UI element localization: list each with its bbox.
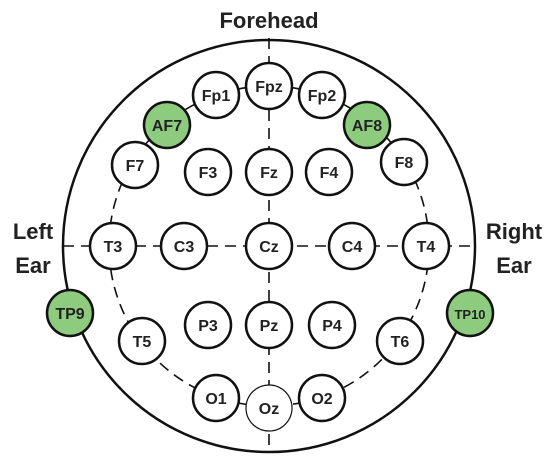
right-ear-label-line1: Right: [486, 219, 543, 244]
electrode-circle: [159, 221, 209, 271]
electrode-label: F8: [395, 155, 414, 172]
electrode-tp10: TP10: [445, 288, 495, 338]
electrode-o1: O1: [191, 373, 241, 423]
electrode-circle: [88, 221, 138, 271]
electrode-p3: P3: [183, 300, 233, 350]
left-ear-label-line2: Ear: [15, 253, 51, 278]
electrode-c3: C3: [159, 221, 209, 271]
electrode-label: T5: [133, 334, 152, 351]
electrode-circle: [307, 300, 357, 350]
electrode-circle: [401, 221, 451, 271]
electrode-circle: [110, 140, 160, 190]
electrode-pz: Pz: [244, 300, 294, 350]
electrode-label: C3: [174, 239, 195, 256]
electrode-circle: [297, 373, 347, 423]
electrode-label: Fp1: [202, 88, 231, 105]
electrode-circle: [244, 221, 294, 271]
electrode-label: O2: [311, 391, 332, 408]
electrode-label: Cz: [259, 239, 279, 256]
electrode-label: F4: [320, 165, 339, 182]
electrode-label: T6: [391, 334, 410, 351]
electrode-label: Oz: [259, 401, 279, 418]
electrode-f8: F8: [379, 137, 429, 187]
electrode-label: C4: [342, 239, 363, 256]
electrode-c4: C4: [327, 221, 377, 271]
electrode-circle: [244, 147, 294, 197]
electrode-circle: [297, 70, 347, 120]
electrode-label: TP10: [454, 307, 485, 322]
right-ear-label-line2: Ear: [496, 253, 532, 278]
electrode-circle: [183, 300, 233, 350]
electrode-label: T3: [104, 239, 123, 256]
electrode-p4: P4: [307, 300, 357, 350]
electrode-t4: T4: [401, 221, 451, 271]
electrode-label: AF7: [152, 118, 182, 135]
electrode-circle: [191, 70, 241, 120]
electrode-circle: [45, 288, 95, 338]
electrode-label: F3: [199, 165, 218, 182]
electrode-label: P3: [198, 318, 218, 335]
electrode-circle: [327, 221, 377, 271]
electrode-circle: [245, 384, 293, 432]
electrode-fpz: Fpz: [244, 61, 294, 111]
electrode-f3: F3: [183, 147, 233, 197]
electrode-f4: F4: [304, 147, 354, 197]
electrode-label: O1: [205, 391, 226, 408]
electrode-circle: [183, 147, 233, 197]
electrode-o2: O2: [297, 373, 347, 423]
electrode-fz: Fz: [244, 147, 294, 197]
electrode-circle: [117, 316, 167, 366]
forehead-label: Forehead: [219, 8, 318, 33]
electrode-circle: [375, 316, 425, 366]
electrode-oz: Oz: [245, 384, 293, 432]
electrode-circle: [379, 137, 429, 187]
electrode-label: AF8: [352, 118, 382, 135]
electrode-af8: AF8: [342, 100, 392, 150]
electrode-af7: AF7: [142, 100, 192, 150]
electrode-circle: [244, 61, 294, 111]
electrode-f7: F7: [110, 140, 160, 190]
electrode-cz: Cz: [244, 221, 294, 271]
electrode-circle: [445, 288, 495, 338]
electrode-label: TP9: [55, 306, 84, 323]
left-ear-label-line1: Left: [13, 219, 54, 244]
electrode-t6: T6: [375, 316, 425, 366]
electrode-label: Fp2: [308, 88, 337, 105]
electrode-label: Pz: [260, 318, 279, 335]
electrode-circle: [342, 100, 392, 150]
electrode-label: F7: [126, 158, 145, 175]
electrode-circle: [191, 373, 241, 423]
electrode-t5: T5: [117, 316, 167, 366]
electrode-fp1: Fp1: [191, 70, 241, 120]
electrode-tp9: TP9: [45, 288, 95, 338]
electrode-t3: T3: [88, 221, 138, 271]
electrode-circle: [304, 147, 354, 197]
electrode-label: Fz: [260, 165, 278, 182]
electrode-circle: [244, 300, 294, 350]
electrode-circle: [142, 100, 192, 150]
electrode-label: Fpz: [255, 79, 283, 96]
electrode-fp2: Fp2: [297, 70, 347, 120]
electrode-label: T4: [417, 239, 436, 256]
electrode-label: P4: [322, 318, 342, 335]
